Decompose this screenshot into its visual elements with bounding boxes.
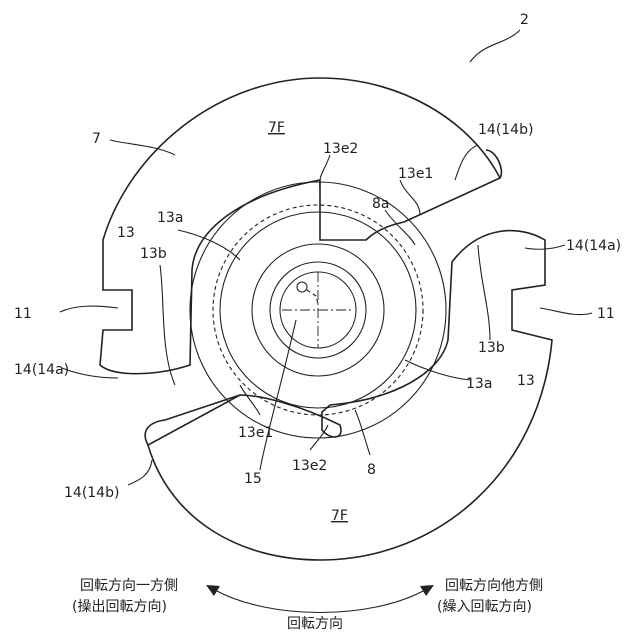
leader-13b-left (160, 265, 175, 385)
direction-arc (215, 590, 425, 613)
arrow-right (420, 585, 434, 596)
label-13-right: 13 (517, 373, 535, 389)
leader-13e2-top (320, 155, 330, 188)
label-11-left: 11 (14, 306, 32, 322)
leader-13e1-top (400, 180, 420, 215)
label-14a-left: 14(14a) (14, 362, 69, 378)
label-8: 8 (367, 462, 376, 478)
label-14b-bottom: 14(14b) (64, 485, 119, 501)
label-7f-bottom: 7F (331, 508, 348, 524)
label-13-left: 13 (117, 225, 135, 241)
legend-left-line2: (操出回転方向) (72, 599, 167, 615)
leader-11-left (60, 306, 118, 312)
plate-lower-outline (148, 231, 552, 560)
hole-dashed-link (307, 290, 318, 304)
label-14a-right: 14(14a) (566, 238, 621, 254)
arrow-left (206, 585, 220, 596)
legend-right-line2: (繰入回転方向) (437, 599, 532, 615)
label-13b-left: 13b (140, 246, 167, 262)
leader-8 (355, 410, 370, 455)
leader-8a (385, 210, 415, 245)
small-hole (297, 282, 307, 292)
leader-13b-right (478, 245, 490, 340)
legend-left-line1: 回転方向一方側 (80, 578, 178, 594)
label-13b-right: 13b (478, 340, 505, 356)
label-7: 7 (92, 131, 101, 147)
leader-14b-top (455, 145, 478, 180)
leader-14b-bottom (128, 460, 152, 485)
label-11-right: 11 (597, 306, 615, 322)
legend-right-line1: 回転方向他方側 (445, 578, 543, 594)
label-15: 15 (244, 471, 262, 487)
legend-center: 回転方向 (287, 616, 343, 632)
label-14b-top: 14(14b) (478, 122, 533, 138)
label-8a: 8a (372, 196, 390, 212)
label-13e2-bottom: 13e2 (292, 458, 327, 474)
leader-13a-left (178, 230, 240, 260)
leader-15 (260, 320, 296, 470)
label-13e1-top: 13e1 (398, 166, 433, 182)
label-13e1-bottom: 13e1 (238, 425, 273, 441)
leader-2 (470, 30, 520, 62)
leader-11-right (540, 308, 592, 315)
tip-14b-upper (486, 150, 501, 178)
label-13e2-top: 13e2 (323, 141, 358, 157)
label-13a-left: 13a (157, 210, 183, 226)
leader-13a-right (405, 360, 470, 380)
label-2: 2 (520, 12, 529, 28)
label-7f-top: 7F (268, 120, 285, 136)
label-13a-right: 13a (466, 376, 492, 392)
